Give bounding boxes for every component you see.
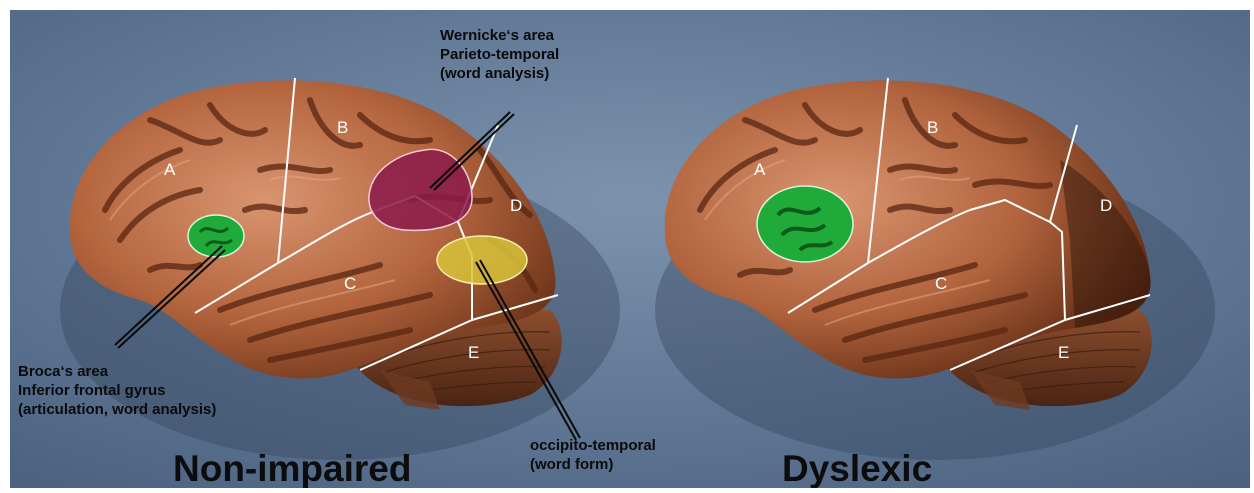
occipito-callout: occipito-temporal (word form) [530, 436, 656, 474]
broca-callout: Broca‘s area Inferior frontal gyrus (art… [18, 362, 216, 419]
left-region-d-label: D [510, 196, 522, 216]
left-occipito-highlight [437, 236, 527, 284]
occipito-callout-function: (word form) [530, 455, 656, 474]
wernicke-callout-title: Wernicke‘s area [440, 26, 559, 45]
right-region-a-label: A [754, 160, 765, 180]
right-broca-highlight [757, 186, 853, 262]
broca-callout-function: (articulation, word analysis) [18, 400, 216, 419]
wernicke-callout-location: Parieto-temporal [440, 45, 559, 64]
diagram-stage: A B C D E A B C D E Wernicke‘s area Pari… [10, 10, 1250, 488]
right-panel-caption: Dyslexic [782, 448, 932, 488]
broca-callout-title: Broca‘s area [18, 362, 216, 381]
occipito-callout-title: occipito-temporal [530, 436, 656, 455]
left-panel-caption: Non-impaired [173, 448, 411, 488]
left-region-e-label: E [468, 343, 479, 363]
right-region-b-label: B [927, 118, 938, 138]
wernicke-callout-function: (word analysis) [440, 64, 559, 83]
left-region-c-label: C [344, 274, 356, 294]
right-region-c-label: C [935, 274, 947, 294]
wernicke-callout: Wernicke‘s area Parieto-temporal (word a… [440, 26, 559, 83]
left-region-b-label: B [337, 118, 348, 138]
left-region-a-label: A [164, 160, 175, 180]
broca-callout-location: Inferior frontal gyrus [18, 381, 216, 400]
right-region-d-label: D [1100, 196, 1112, 216]
right-region-e-label: E [1058, 343, 1069, 363]
